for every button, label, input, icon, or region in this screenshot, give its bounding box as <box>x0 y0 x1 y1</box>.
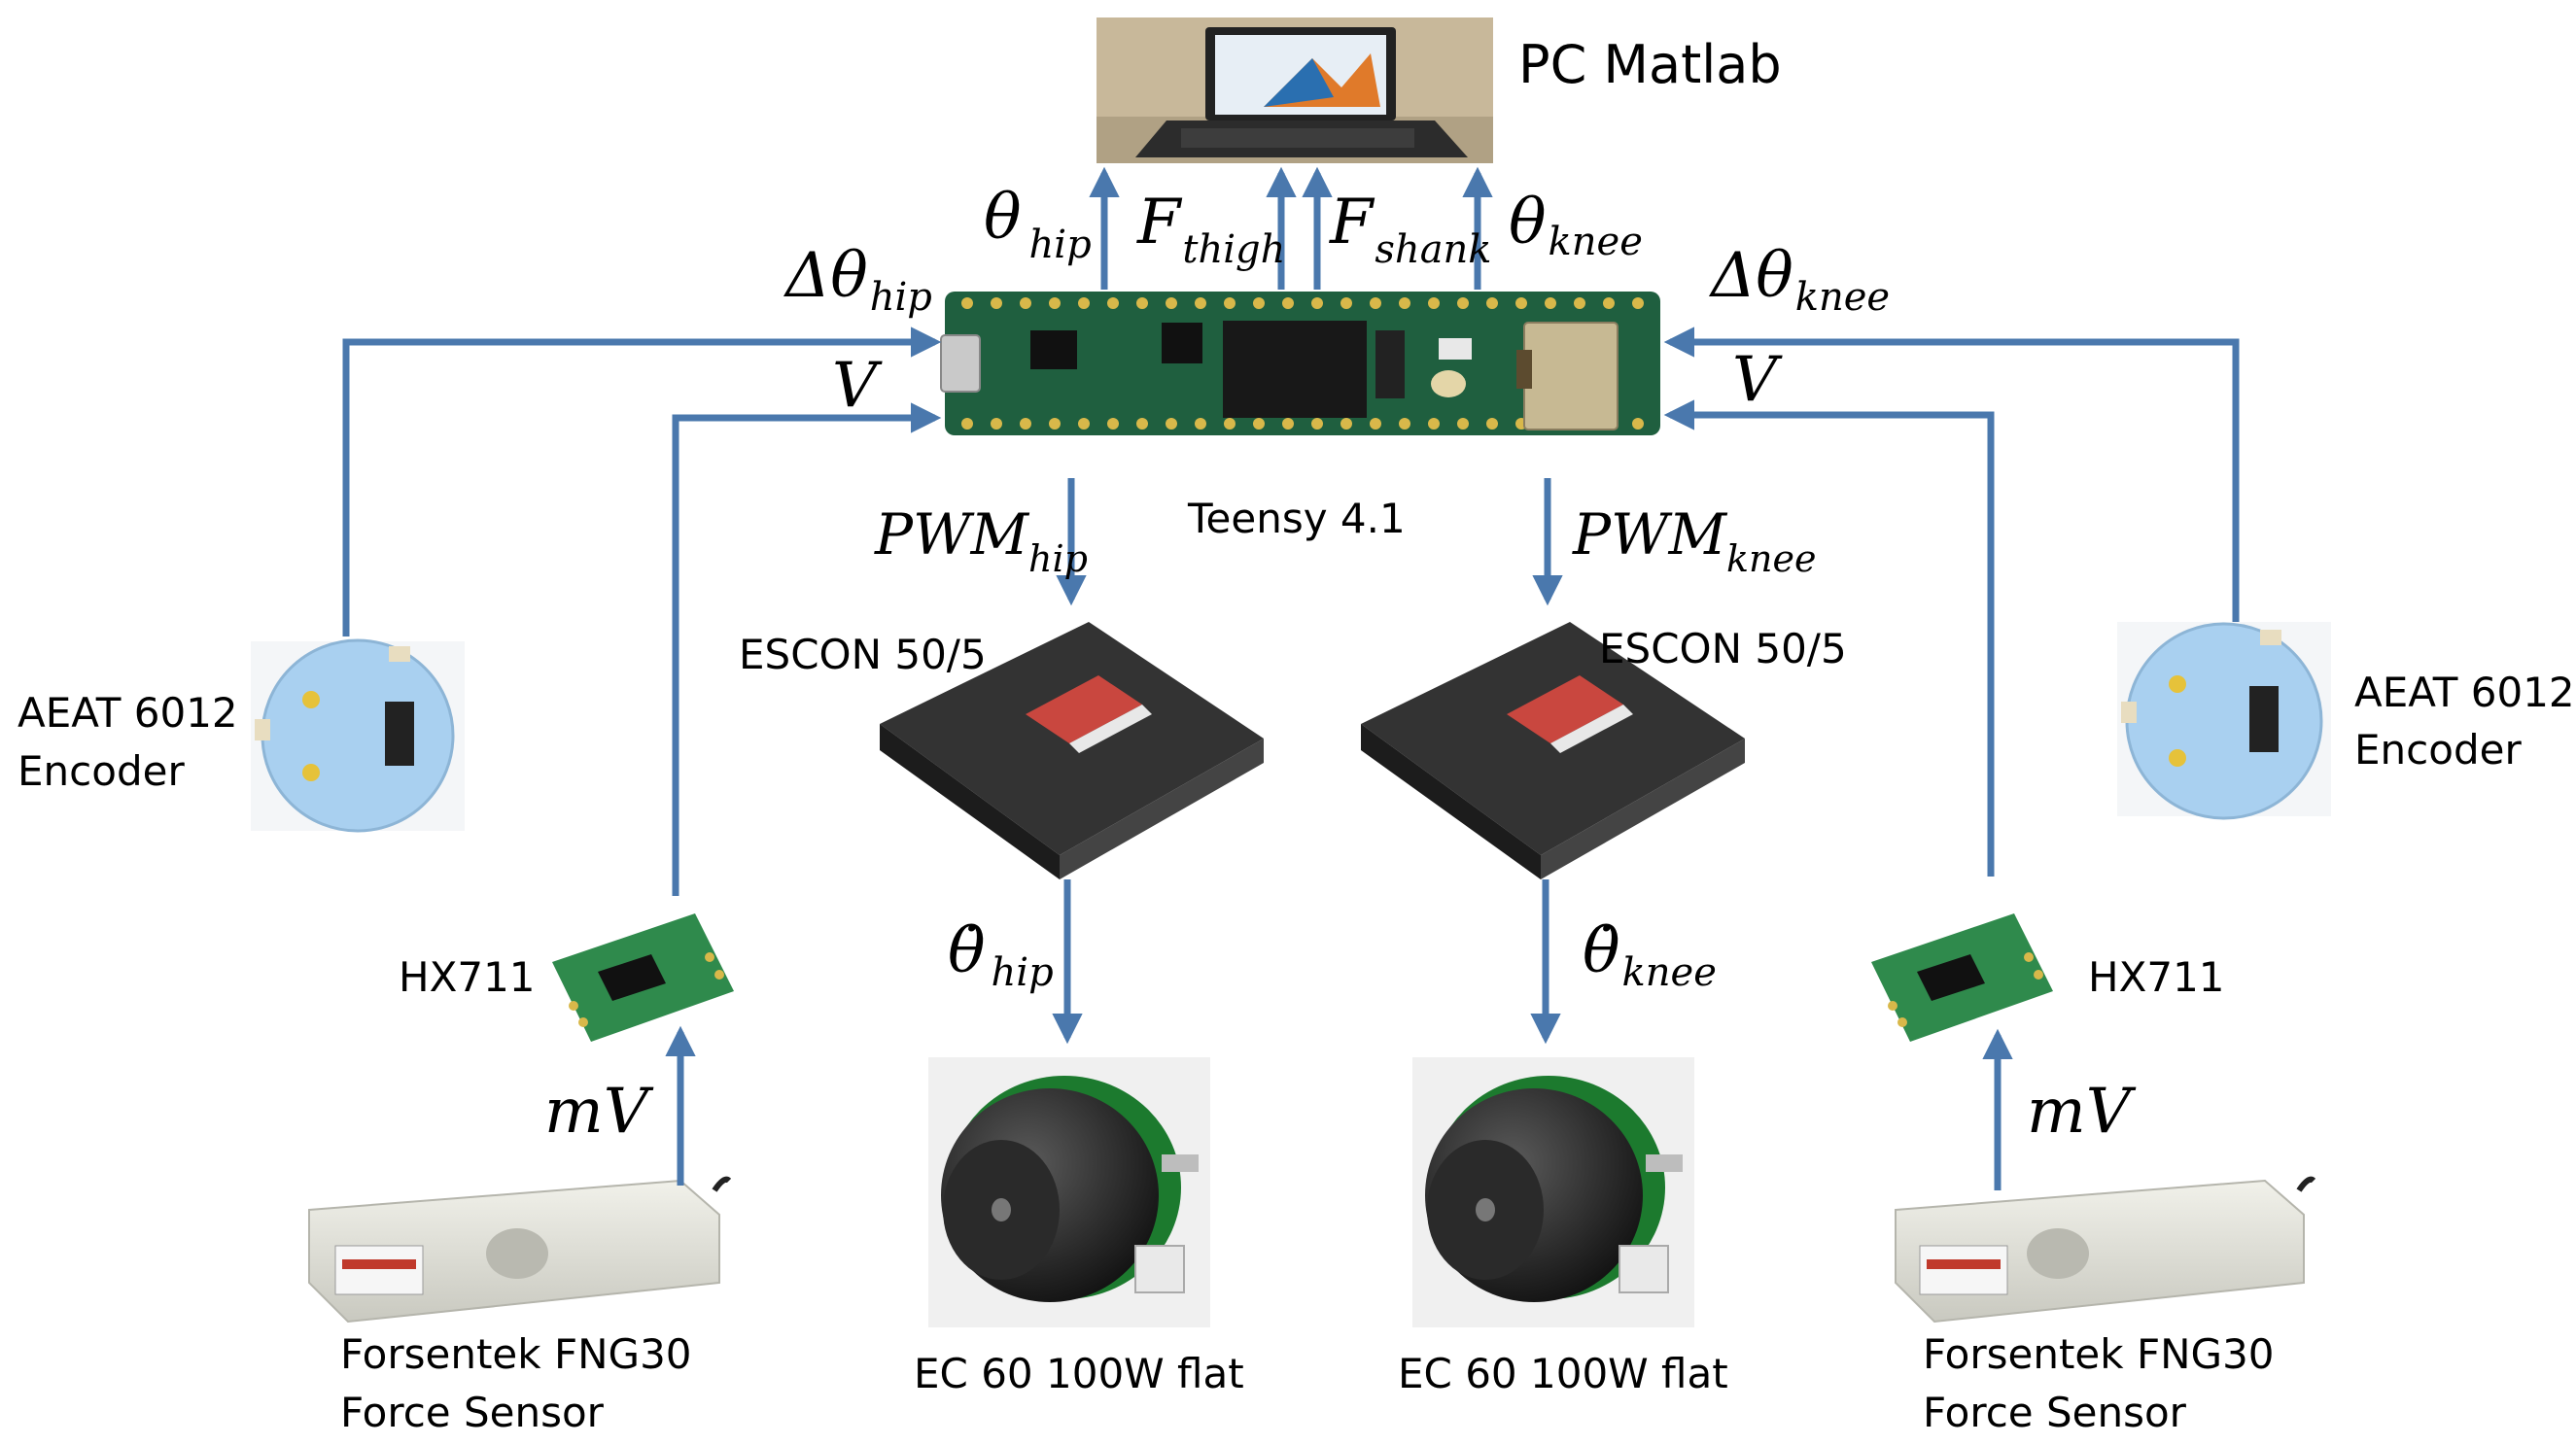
signal-mv-right: mV <box>2027 1076 2137 1148</box>
signal-v-left: V <box>832 350 883 422</box>
hx711-right-label: HX711 <box>2088 953 2225 1001</box>
arrow-hx711-right-to-teensy <box>1663 399 1995 877</box>
signal-theta-knee: θknee <box>1509 187 1643 264</box>
hx711-right-image <box>1871 913 2053 1042</box>
arrow-encoder-right-to-teensy <box>1663 327 2240 622</box>
force-sensor-right-label-2: Force Sensor <box>1923 1389 2187 1436</box>
motor-right-label: EC 60 100W flat <box>1398 1350 1728 1397</box>
escon-driver-left-image <box>880 622 1264 879</box>
arrow-hx711-left-to-teensy <box>672 402 942 896</box>
escon-left-label: ESCON 50/5 <box>739 631 987 678</box>
signal-delta-theta-hip: Δθhip <box>783 240 932 320</box>
encoder-right-label-2: Encoder <box>2354 726 2522 774</box>
encoder-left-image <box>251 638 465 833</box>
signal-f-thigh: Fthigh <box>1136 187 1285 272</box>
motor-left-image <box>928 1057 1210 1327</box>
escon-right-label: ESCON 50/5 <box>1599 625 1847 672</box>
encoder-right-label-1: AEAT 6012 <box>2354 669 2575 716</box>
signal-f-shank: Fshank <box>1329 187 1492 272</box>
motor-left-label: EC 60 100W flat <box>914 1350 1244 1397</box>
pc-laptop-image <box>1097 17 1493 163</box>
signal-pwm-hip: PWMhip <box>874 501 1088 580</box>
signal-theta-dot-hip: θ̇hip <box>948 915 1054 995</box>
force-sensor-right-image <box>1895 1176 2316 1324</box>
force-sensor-left-label-2: Force Sensor <box>340 1389 605 1436</box>
signal-mv-left: mV <box>544 1076 654 1148</box>
hx711-left-image <box>552 913 734 1042</box>
force-sensor-left-image <box>308 1176 732 1324</box>
motor-right-image <box>1412 1057 1694 1327</box>
force-sensor-right-label-1: Forsentek FNG30 <box>1923 1330 2275 1378</box>
encoder-right-image <box>2117 622 2331 820</box>
force-sensor-left-label-1: Forsentek FNG30 <box>340 1330 692 1378</box>
arrow-encoder-left-to-teensy <box>342 327 942 636</box>
teensy-label: Teensy 4.1 <box>1187 495 1406 542</box>
pc-matlab-label: PC Matlab <box>1518 34 1782 95</box>
signal-pwm-knee: PWMknee <box>1572 501 1817 580</box>
signal-v-right: V <box>1732 344 1783 416</box>
escon-driver-right-image <box>1361 622 1745 879</box>
encoder-left-label-1: AEAT 6012 <box>17 689 238 737</box>
signal-theta-dot-knee: θ̇knee <box>1583 915 1717 995</box>
teensy-board-image <box>940 292 1660 435</box>
encoder-left-label-2: Encoder <box>17 747 185 795</box>
hx711-left-label: HX711 <box>399 953 536 1001</box>
signal-delta-theta-knee: Δθknee <box>1708 240 1890 320</box>
